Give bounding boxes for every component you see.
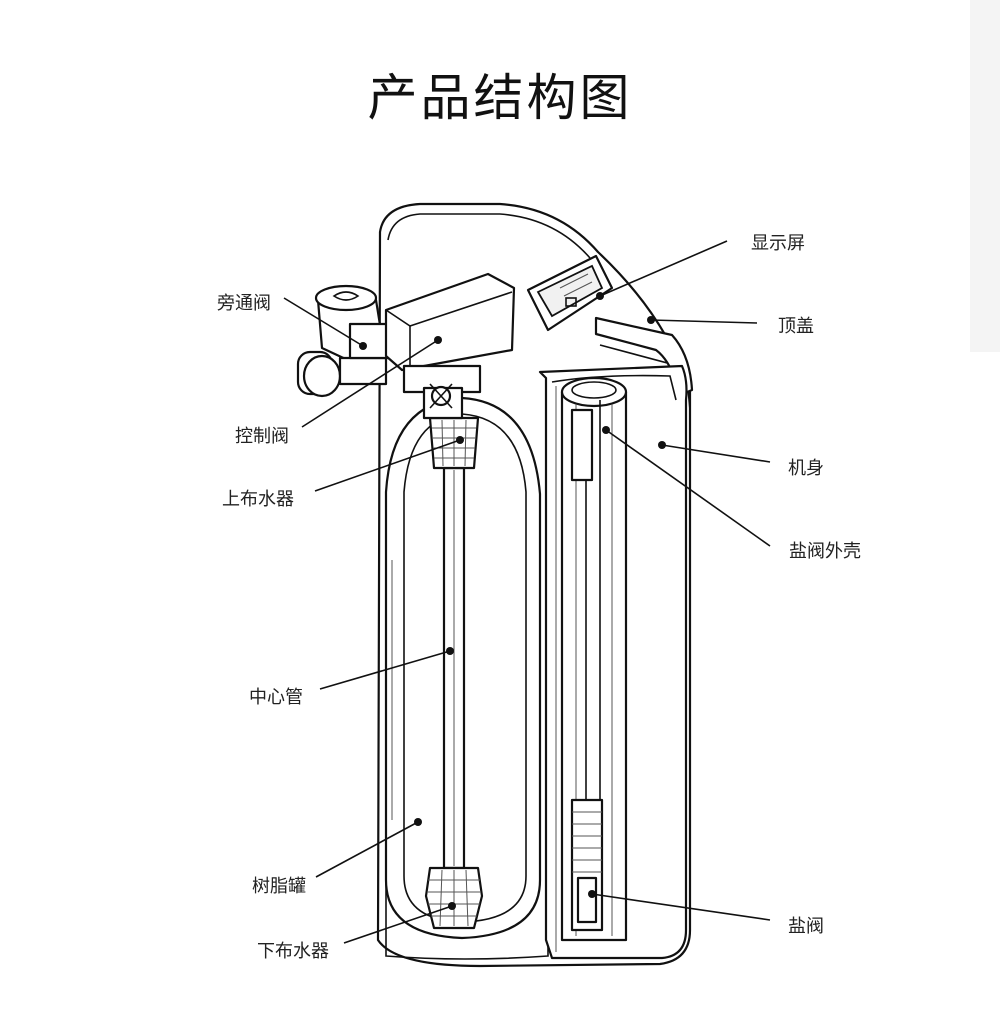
leader-brine-valve-dot xyxy=(588,890,596,898)
label-display: 显示屏 xyxy=(751,233,805,254)
label-bypass-valve: 旁通阀 xyxy=(217,293,271,314)
control-valve xyxy=(384,272,516,420)
leader-center-tube-dot xyxy=(446,647,454,655)
leader-top-cover xyxy=(650,319,758,324)
leader-brine-valve xyxy=(591,893,771,921)
center-tube xyxy=(442,466,466,870)
leader-display xyxy=(599,240,728,297)
leader-brine-valve-housing-dot xyxy=(602,426,610,434)
label-resin-tank: 树脂罐 xyxy=(252,876,306,897)
label-body: 机身 xyxy=(788,458,824,479)
leader-lower-distributor xyxy=(343,905,453,944)
page-title: 产品结构图 xyxy=(367,69,633,127)
label-brine-valve-housing: 盐阀外壳 xyxy=(789,541,861,562)
leader-center-tube xyxy=(319,650,451,690)
label-top-cover: 顶盖 xyxy=(778,316,814,337)
leader-top-cover-dot xyxy=(647,316,655,324)
upper-distributor xyxy=(428,416,480,470)
leader-lower-distributor-dot xyxy=(448,902,456,910)
leader-bypass-valve xyxy=(283,297,364,347)
label-control-valve: 控制阀 xyxy=(235,426,289,447)
leader-resin-tank-dot xyxy=(414,818,422,826)
side-strip xyxy=(970,0,1000,352)
brine-valve xyxy=(570,798,604,932)
lower-distributor xyxy=(424,866,484,930)
leader-upper-distributor-dot xyxy=(456,436,464,444)
leader-body-dot xyxy=(658,441,666,449)
label-center-tube: 中心管 xyxy=(249,687,303,708)
label-upper-distributor: 上布水器 xyxy=(222,489,294,510)
leader-display-dot xyxy=(596,292,604,300)
leader-control-valve-dot xyxy=(434,336,442,344)
label-brine-valve: 盐阀 xyxy=(788,916,824,937)
leader-control-valve xyxy=(301,339,439,428)
leader-resin-tank xyxy=(315,821,419,878)
label-lower-distributor: 下布水器 xyxy=(257,941,329,962)
leader-body xyxy=(661,444,771,463)
leader-bypass-valve-dot xyxy=(359,342,367,350)
display-screen xyxy=(526,254,614,332)
leader-upper-distributor xyxy=(314,439,461,492)
brine-valve-housing xyxy=(560,376,628,942)
leader-brine-valve-housing xyxy=(605,429,771,547)
leader-lines xyxy=(283,240,771,944)
